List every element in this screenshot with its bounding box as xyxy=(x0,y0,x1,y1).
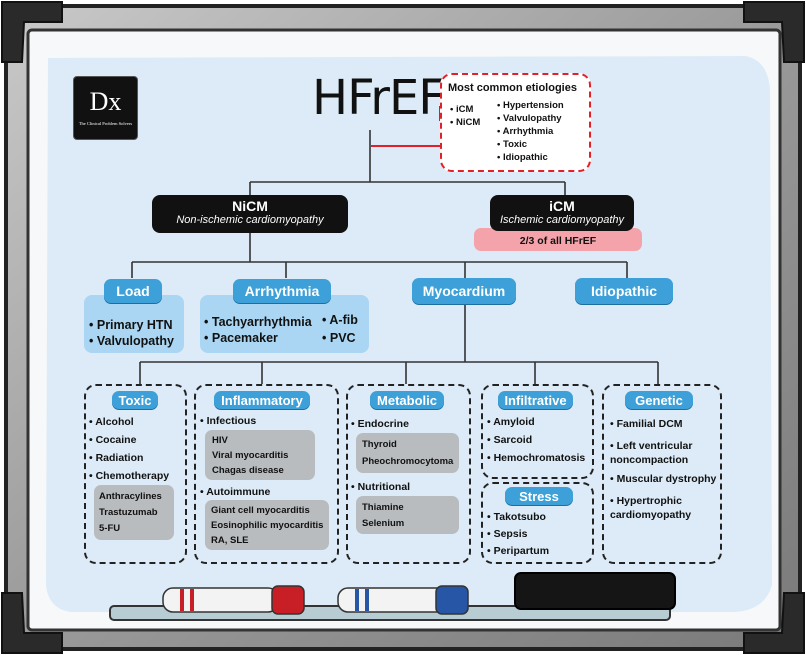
logo-text: Dx xyxy=(89,87,122,116)
main-title: HFrEF xyxy=(312,70,446,126)
endocrine-list xyxy=(356,433,459,473)
icm-box: iCM Ischemic cardiomyopathy xyxy=(490,195,634,231)
logo-subtext: The Clinical Problem Solvers xyxy=(78,121,133,126)
stress-box xyxy=(481,482,594,564)
stress-item: • Peripartum xyxy=(487,545,550,557)
genetic-pill: Genetic xyxy=(625,391,693,409)
load-item: • Valvulopathy xyxy=(89,334,174,348)
chemo-item: 5-FU xyxy=(99,523,121,534)
infectious-item: Chagas disease xyxy=(212,465,284,476)
genetic-item: • Muscular dystrophy xyxy=(610,473,717,485)
stress-item: • Takotsubo xyxy=(487,511,546,523)
endocrine-item: Pheochromocytoma xyxy=(362,456,454,467)
chemo-list xyxy=(94,485,174,540)
etiology-3: • Arrhythmia xyxy=(497,126,554,137)
icm-subtitle: Ischemic cardiomyopathy xyxy=(499,214,625,226)
infiltrative-pill: Infiltrative xyxy=(498,391,573,409)
autoimmune-item: RA, SLE xyxy=(211,535,249,546)
toxic-item: • Radiation xyxy=(89,452,144,464)
arrhythmia-pill: Arrhythmia xyxy=(233,279,331,303)
etiologies-box: Most common etiologies • iCM • NiCM • Hy… xyxy=(440,73,591,172)
inflammatory-box xyxy=(194,384,339,564)
stress-pill: Stress xyxy=(505,487,573,505)
arrhythmia-box xyxy=(200,295,369,353)
arrhythmia-item: • PVC xyxy=(322,331,356,345)
autoimmune-item: Eosinophilic myocarditis xyxy=(211,520,324,531)
toxic-box xyxy=(84,384,187,564)
nicm-title: NiCM xyxy=(232,198,268,214)
metabolic-pill: Metabolic xyxy=(370,391,444,409)
nicm-box: NiCM Non-ischemic cardiomyopathy xyxy=(152,195,348,233)
etiology-icm: • iCM xyxy=(450,104,474,115)
nutritional-item: Thiamine xyxy=(362,502,404,513)
icm-note-box: 2/3 of all HFrEF xyxy=(474,228,642,251)
infiltrative-item: • Sarcoid xyxy=(487,434,533,446)
genetic-box xyxy=(602,384,722,564)
nicm-subtitle: Non-ischemic cardiomyopathy xyxy=(176,214,324,226)
toxic-pill: Toxic xyxy=(112,391,158,409)
etiology-2: • Valvulopathy xyxy=(497,113,562,124)
icm-note: 2/3 of all HFrEF xyxy=(519,235,597,247)
infectious-label: • Infectious xyxy=(200,415,257,427)
autoimmune-label: • Autoimmune xyxy=(200,486,271,498)
nutritional-item: Selenium xyxy=(362,518,405,529)
nutritional-list xyxy=(356,496,459,534)
endocrine-item: Thyroid xyxy=(362,439,397,450)
toxic-item: • Chemotherapy xyxy=(89,470,170,482)
infectious-item: HIV xyxy=(212,435,228,446)
load-pill: Load xyxy=(104,279,162,303)
autoimmune-item: Giant cell myocarditis xyxy=(211,505,310,516)
infiltrative-item: • Hemochromatosis xyxy=(487,452,586,464)
endocrine-label: • Endocrine xyxy=(351,418,409,430)
inflammatory-pill: Inflammatory xyxy=(214,391,310,409)
etiology-nicm: • NiCM xyxy=(450,117,481,128)
toxic-item: • Alcohol xyxy=(89,416,134,428)
arrhythmia-item: • Pacemaker xyxy=(204,331,278,345)
infiltrative-box xyxy=(481,384,594,479)
infiltrative-item: • Amyloid xyxy=(487,416,535,428)
idiopathic-pill: Idiopathic xyxy=(575,278,673,304)
arrhythmia-item: • Tachyarrhythmia xyxy=(204,315,312,329)
etiologies-title: Most common etiologies xyxy=(448,82,577,94)
etiology-1: • Hypertension xyxy=(497,100,564,111)
etiology-5: • Idiopathic xyxy=(497,152,548,163)
icm-title: iCM xyxy=(549,198,575,214)
chemo-item: Anthracylines xyxy=(99,491,162,502)
myocardium-pill: Myocardium xyxy=(412,278,516,304)
chemo-item: Trastuzumab xyxy=(99,507,158,518)
arrhythmia-item: • A-fib xyxy=(322,313,358,327)
logo: Dx The Clinical Problem Solvers xyxy=(73,76,138,140)
genetic-item: • Left ventricular noncompaction xyxy=(610,440,693,466)
autoimmune-list xyxy=(205,500,329,550)
load-item: • Primary HTN xyxy=(89,318,173,332)
genetic-item: • Hypertrophic cardiomyopathy xyxy=(610,495,692,521)
infectious-item: Viral myocarditis xyxy=(212,450,289,461)
infectious-list xyxy=(205,430,315,480)
genetic-item: • Familial DCM xyxy=(610,418,683,430)
load-box xyxy=(84,295,184,353)
etiology-4: • Toxic xyxy=(497,139,528,150)
nutritional-label: • Nutritional xyxy=(351,481,411,493)
metabolic-box xyxy=(346,384,471,564)
stress-item: • Sepsis xyxy=(487,528,528,540)
toxic-item: • Cocaine xyxy=(89,434,137,446)
